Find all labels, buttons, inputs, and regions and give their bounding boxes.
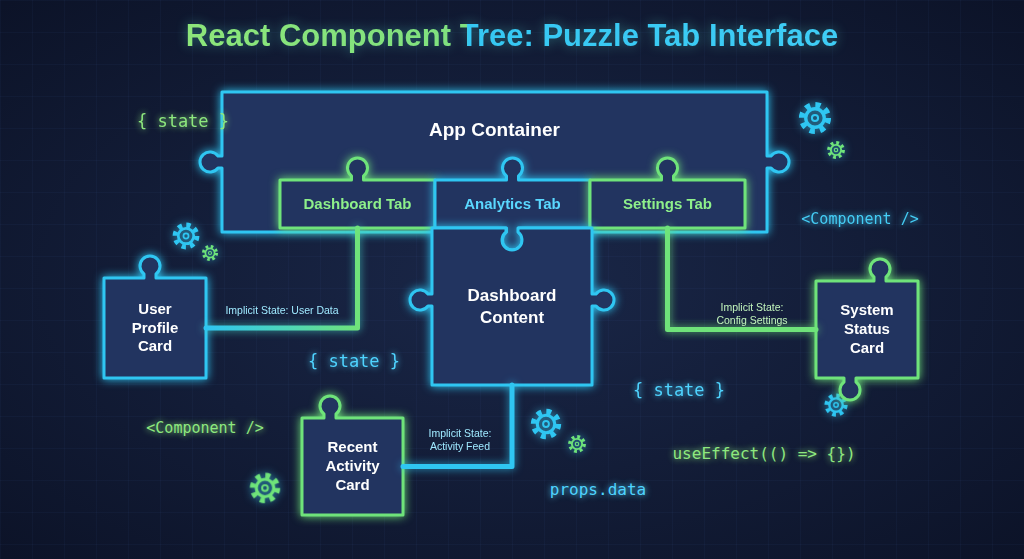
gear-icon [175, 225, 196, 246]
node-label: Recent Activity Card [317, 438, 389, 494]
code-annotation: <Component /> [801, 210, 918, 228]
puzzle-node: Settings Tab [590, 180, 745, 228]
puzzle-node: System Status Card [816, 281, 918, 378]
node-label: Analytics Tab [464, 195, 560, 214]
puzzle-outline [410, 228, 614, 385]
puzzle-node: Analytics Tab [435, 180, 590, 228]
gear-icon [802, 105, 828, 131]
connector-label: Implicit State: Config Settings [707, 301, 797, 327]
node-text-area: Analytics Tab [435, 180, 590, 228]
code-annotation: { state } [137, 111, 229, 131]
puzzle-outline [200, 92, 789, 232]
title-row: React Component Tree: Puzzle Tab Interfa… [0, 18, 1024, 54]
puzzle-outline [104, 256, 206, 378]
state-connector [403, 385, 512, 467]
gear-icon [829, 143, 843, 157]
node-text-area: Recent Activity Card [302, 418, 403, 515]
code-annotation: <Component /> [146, 419, 263, 437]
connector-label: Implicit State: Activity Feed [418, 427, 503, 453]
node-text-area: System Status Card [816, 281, 918, 378]
node-text-area: Dashboard Tab [280, 180, 435, 228]
node-text-area: Settings Tab [590, 180, 745, 228]
puzzle-outline [590, 158, 745, 228]
puzzle-shape [432, 228, 592, 385]
puzzle-node: User Profile Card [104, 278, 206, 378]
puzzle-node: Dashboard Content [432, 228, 592, 385]
puzzle-outline [302, 396, 403, 515]
code-annotation: { state } [633, 380, 725, 400]
code-annotation: props.data [550, 480, 646, 499]
gear-icon [570, 437, 584, 451]
state-connector [206, 228, 358, 328]
puzzle-node: Dashboard Tab [280, 180, 435, 228]
code-annotation: { state } [308, 351, 400, 371]
puzzle-outline [816, 259, 918, 400]
node-label: System Status Card [835, 301, 899, 357]
node-label: Dashboard Content [457, 285, 567, 328]
node-text-area: User Profile Card [104, 278, 206, 378]
puzzle-node: App ContainerDashboard Tab Analytics Tab S… [222, 92, 767, 232]
node-text-area: Dashboard Content [432, 228, 592, 385]
node-label: User Profile Card [124, 300, 186, 356]
node-label: Settings Tab [623, 195, 712, 214]
gear-icon [534, 412, 558, 436]
code-annotation: useEffect(() => {}) [672, 444, 855, 463]
puzzle-outline [280, 158, 435, 228]
gear-icon [204, 247, 217, 260]
node-label: Dashboard Tab [303, 195, 411, 214]
state-connector [668, 228, 817, 330]
diagram-title: React Component Tree: Puzzle Tab Interfa… [186, 18, 838, 54]
connector-label: Implicit State: User Data [207, 304, 357, 317]
node-label: App Container [429, 118, 560, 142]
puzzle-node: Recent Activity Card [302, 418, 403, 515]
gear-icon [253, 476, 277, 500]
